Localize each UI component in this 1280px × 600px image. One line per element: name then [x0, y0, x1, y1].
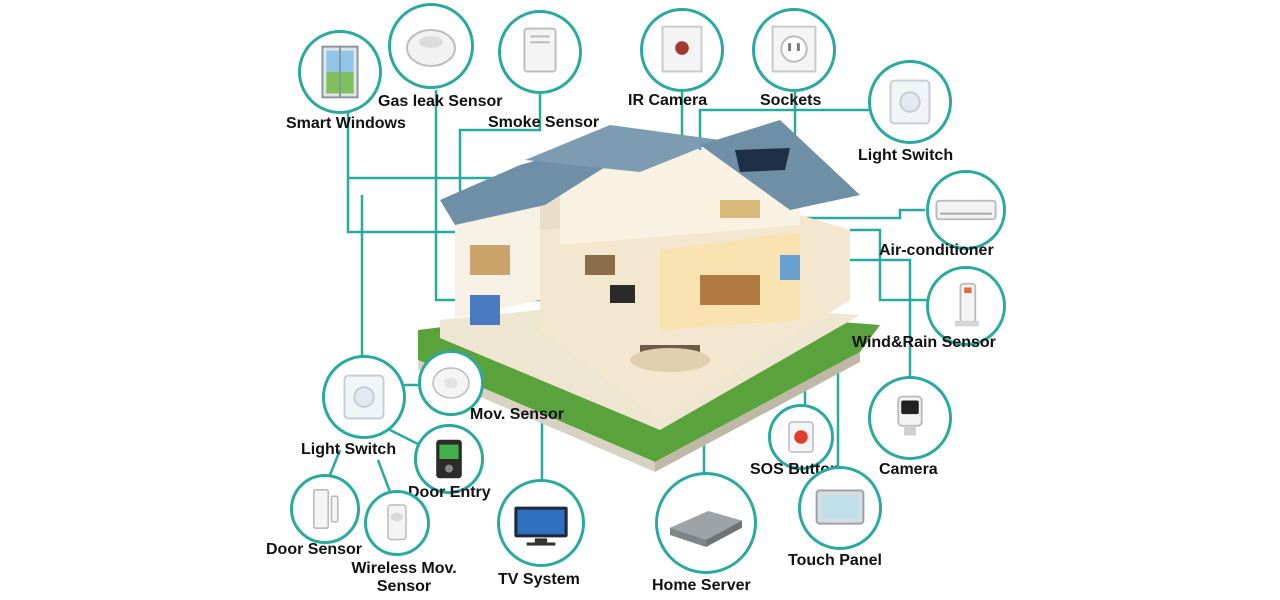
wireless-motion-sensor-icon [387, 504, 407, 541]
light-switch-top-node[interactable] [868, 60, 952, 144]
touch-panel-label: Touch Panel [788, 552, 882, 569]
light-switch-icon [343, 374, 385, 420]
air-conditioner-label: Air-conditioner [879, 242, 994, 259]
tv-system-label: TV System [498, 571, 580, 588]
home-server-node[interactable] [655, 472, 757, 574]
door-sensor-label: Door Sensor [266, 541, 363, 558]
wind-rain-sensor-icon [954, 282, 979, 327]
wireless-mov-sensor-node[interactable] [364, 490, 430, 556]
motion-sensor-icon [432, 367, 470, 399]
wireless-mov-sensor-label: Wireless Mov. Sensor [342, 560, 466, 596]
touch-panel-node[interactable] [798, 466, 882, 550]
wind-rain-sensor-node[interactable] [926, 266, 1006, 346]
home-server-icon [670, 511, 742, 547]
gas-sensor-icon [406, 29, 456, 67]
smoke-sensor-label: Smoke Sensor [488, 114, 600, 131]
window-icon [321, 45, 359, 99]
door-entry-label: Door Entry [408, 484, 491, 501]
air-conditioner-node[interactable] [926, 170, 1006, 250]
home-server-label: Home Server [652, 577, 751, 594]
sos-button-icon [788, 421, 814, 453]
sos-button-node[interactable] [768, 404, 834, 470]
ir-camera-label: IR Camera [628, 92, 708, 109]
ir-camera-icon [661, 25, 703, 73]
door-entry-icon [436, 439, 462, 479]
gas-leak-sensor-node[interactable] [388, 3, 474, 89]
light-switch-top-label: Light Switch [858, 147, 954, 164]
sockets-node[interactable] [752, 8, 836, 92]
camera-node[interactable] [868, 376, 952, 460]
smart-windows-label: Smart Windows [286, 115, 406, 132]
tv-system-node[interactable] [497, 479, 585, 567]
touch-panel-icon [815, 489, 865, 525]
mov-sensor-label: Mov. Sensor [470, 406, 564, 423]
door-sensor-node[interactable] [290, 474, 360, 544]
wireless-mov-sensor-label-line1: Wireless Mov. [351, 560, 457, 577]
gas-leak-sensor-label: Gas leak Sensor [378, 93, 503, 110]
light-switch-left-label: Light Switch [301, 441, 397, 458]
ir-camera-node[interactable] [640, 8, 724, 92]
mov-sensor-node[interactable] [418, 350, 484, 416]
light-switch-icon [889, 79, 931, 125]
door-sensor-icon [313, 489, 339, 529]
camera-icon [897, 395, 923, 436]
socket-icon [771, 25, 817, 73]
smoke-sensor-node[interactable] [498, 10, 582, 94]
tv-icon [514, 506, 568, 546]
camera-label: Camera [879, 461, 938, 478]
wind-rain-sensor-label: Wind&Rain Sensor [852, 334, 996, 351]
light-switch-left-node[interactable] [322, 355, 406, 439]
smart-windows-node[interactable] [298, 30, 382, 114]
air-conditioner-icon [935, 199, 997, 221]
door-entry-node[interactable] [414, 424, 484, 494]
wireless-mov-sensor-label-line2: Sensor [376, 578, 432, 595]
sockets-label: Sockets [760, 92, 822, 109]
smoke-sensor-icon [523, 27, 557, 73]
